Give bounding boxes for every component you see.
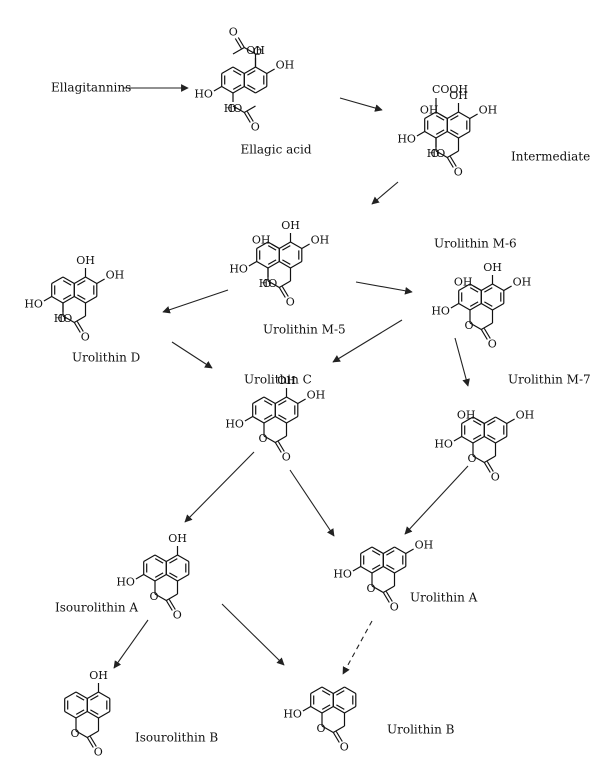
label-intermediate: Intermediate <box>511 150 590 164</box>
ellagic-carbonyl-top: O <box>229 26 238 39</box>
urolithin-d-structure-oh-right: OH <box>106 269 125 282</box>
urolithin-m6-structure <box>450 275 512 340</box>
arrow-urolithin-a-to-b <box>342 620 373 675</box>
urolithin-m7-structure-ho-left: HO <box>434 438 453 451</box>
ellagic-ho-bottom: HO <box>224 102 243 115</box>
urolithin-m7-structure-oh-upper: OH <box>457 409 476 422</box>
cooh-label: COOH <box>432 83 468 96</box>
urolithin-m7-structure-oh-right: OH <box>516 409 535 422</box>
ring-oxygen-label: O <box>149 590 158 603</box>
ellagic-ring-oxygen-top: O <box>253 45 262 58</box>
urolithin-c-structure-oh-top: OH <box>277 374 296 387</box>
arrow-m6-to-urolithin-c <box>332 319 403 363</box>
ellagic-oh-right: OH <box>276 59 295 72</box>
urolithin-b-structure-ho-left: HO <box>283 708 302 721</box>
urolithin-m5-structure-ho-bottom: HO <box>259 277 278 290</box>
urolithin-d-structure <box>43 268 105 333</box>
ring-oxygen-label: O <box>316 722 325 735</box>
urolithin-c-structure-ho-left: HO <box>225 418 244 431</box>
carbonyl-oxygen-label: O <box>390 601 399 614</box>
urolithin-m5-structure-ho-left: HO <box>229 263 248 276</box>
urolithin-d-structure-oh-top: OH <box>76 254 95 267</box>
carbonyl-oxygen-label: O <box>340 741 349 754</box>
ellagic-oh-top: OH <box>246 44 265 57</box>
carbonyl-oxygen-label: O <box>81 331 90 344</box>
arrow-m5-to-m6 <box>355 281 413 295</box>
arrow-m5-to-urolithin-d <box>162 289 229 314</box>
label-urolithin-m5: Urolithin M-5 <box>263 323 346 337</box>
urolithin-m7-structure <box>453 416 515 473</box>
carbonyl-oxygen-label: O <box>94 746 103 759</box>
label-urolithin-c: Urolithin C <box>244 373 312 387</box>
arrow-isourolithin-a-to-urolithin-b <box>221 603 285 666</box>
urolithin-a-structure-oh-right: OH <box>415 539 434 552</box>
isourolithin-a-structure-oh-top: OH <box>168 532 187 545</box>
structures-layer <box>43 37 515 748</box>
ellagic-ring-oxygen-bottom: O <box>227 102 236 115</box>
arrow-c-to-isourolithin-a <box>184 451 255 523</box>
labels-layer: OOOOHOHOOHOHOOHOHOOHOHCOOHOHOOHOHOOHOHOH… <box>24 26 590 759</box>
ring-oxygen-label: O <box>464 319 473 332</box>
urolithin-m5-structure-oh-upper: OH <box>252 234 271 247</box>
arrows-layer <box>113 84 470 675</box>
urolithin-a-structure-ho-left: HO <box>333 568 352 581</box>
label-ellagic-acid: Ellagic acid <box>240 143 311 157</box>
urolithin-d-structure-ho-bottom: HO <box>54 312 73 325</box>
label-urolithin-d: Urolithin D <box>72 351 140 365</box>
carbonyl-oxygen-label: O <box>454 166 463 179</box>
ring-oxygen-label: O <box>70 727 79 740</box>
label-urolithin-m6: Urolithin M-6 <box>434 237 517 251</box>
intermediate-structure-ho-bottom: HO <box>427 147 446 160</box>
isourolithin-a-structure-ho-left: HO <box>116 576 135 589</box>
ring-oxygen-label: O <box>258 432 267 445</box>
isourolithin-b-structure-oh-top: OH <box>89 669 108 682</box>
ellagic-carbonyl-bottom: O <box>251 121 260 134</box>
arrow-isourolithin-a-to-b <box>113 619 149 669</box>
carbonyl-oxygen-label: O <box>286 296 295 309</box>
label-urolithin-b: Urolithin B <box>387 723 455 737</box>
intermediate-structure-oh-right: OH <box>479 104 498 117</box>
arrow-m7-to-urolithin-a <box>404 465 469 535</box>
ring-oxygen-label: O <box>430 147 439 160</box>
ring-oxygen-label: O <box>366 582 375 595</box>
label-isourolithin-b: Isourolithin B <box>135 731 218 745</box>
urolithin-m6-structure-oh-right: OH <box>513 276 532 289</box>
isourolithin-b-structure <box>64 683 111 748</box>
label-urolithin-a: Urolithin A <box>410 591 478 605</box>
urolithin-c-structure <box>244 388 306 453</box>
ring-oxygen-label: O <box>57 312 66 325</box>
urolithin-m5-structure <box>248 233 310 298</box>
ring-oxygen-label: O <box>262 277 271 290</box>
urolithin-d-structure-ho-left: HO <box>24 298 43 311</box>
arrow-intermediate-to-m5 <box>371 181 399 205</box>
intermediate-oh-upper: OH <box>420 104 439 117</box>
intermediate-structure <box>416 98 478 168</box>
carbonyl-oxygen-label: O <box>282 451 291 464</box>
urolithin-m5-structure-oh-top: OH <box>281 219 300 232</box>
urolithin-c-structure-oh-right: OH <box>307 389 326 402</box>
label-urolithin-m7: Urolithin M-7 <box>508 373 591 387</box>
carbonyl-oxygen-label: O <box>173 609 182 622</box>
arrow-ellagic-acid-to-intermediate <box>339 97 383 112</box>
arrow-m6-to-m7 <box>454 337 470 387</box>
isourolithin-a-structure <box>135 546 190 611</box>
ellagic-acid-structure <box>213 37 275 123</box>
label-ellagitannins: Ellagitannins <box>51 81 131 95</box>
carbonyl-oxygen-label: O <box>491 471 500 484</box>
arrow-c-to-urolithin-a <box>289 469 335 537</box>
urolithin-m6-structure-oh-top: OH <box>483 261 502 274</box>
carbonyl-oxygen-label: O <box>488 338 497 351</box>
arrow-urolithin-d-to-c <box>171 341 213 369</box>
urolithin-b-structure <box>302 686 357 743</box>
intermediate-structure-oh-top: OH <box>449 89 468 102</box>
label-isourolithin-a: Isourolithin A <box>55 601 138 615</box>
intermediate-structure-ho-left: HO <box>397 133 416 146</box>
urolithin-a-structure <box>352 546 414 603</box>
urolithin-m6-structure-oh-upper: OH <box>454 276 473 289</box>
urolithin-m6-structure-ho-left: HO <box>431 305 450 318</box>
urolithin-m5-structure-oh-right: OH <box>311 234 330 247</box>
ellagic-ho-left: HO <box>194 88 213 101</box>
ring-oxygen-label: O <box>467 452 476 465</box>
